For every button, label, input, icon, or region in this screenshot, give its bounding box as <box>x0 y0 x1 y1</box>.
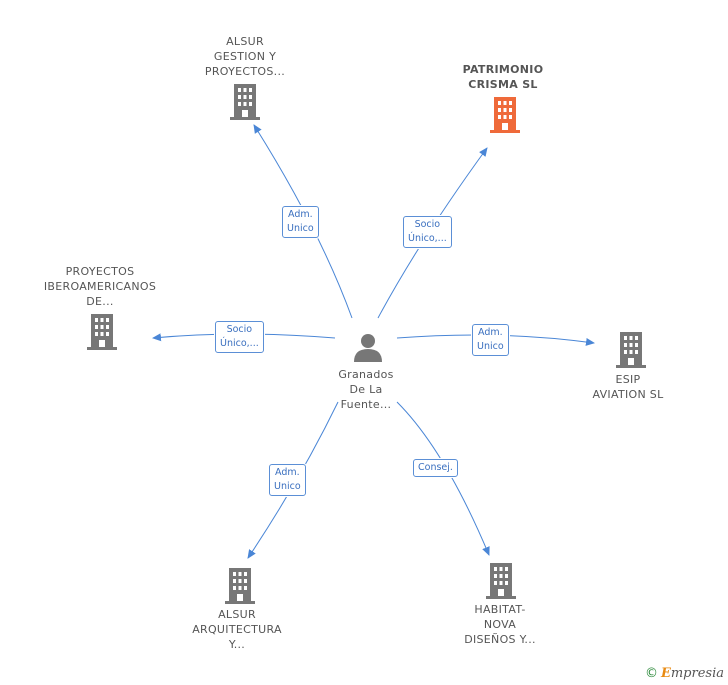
relation-label-proyectos-ibero[interactable]: Socio Único,... <box>215 321 264 353</box>
building-icon[interactable] <box>230 84 260 120</box>
node-label-patrimonio[interactable]: PATRIMONIO CRISMA SL <box>462 63 544 91</box>
building-icon[interactable] <box>486 563 516 599</box>
person-icon[interactable] <box>353 332 383 362</box>
building-icon[interactable] <box>616 332 646 368</box>
node-label-alsur-gestion[interactable]: ALSUR GESTION Y PROYECTOS... <box>204 35 286 78</box>
edge-habitat <box>396 401 490 556</box>
relation-label-alsur-arq[interactable]: Adm. Unico <box>269 464 306 496</box>
center-person-label[interactable]: Granados De La Fuente... <box>338 368 394 411</box>
relation-label-esip[interactable]: Adm. Unico <box>472 324 509 356</box>
copyright-icon: © <box>644 666 658 681</box>
node-label-alsur-arq[interactable]: ALSUR ARQUITECTURA Y... <box>192 608 282 651</box>
building-icon-shape <box>230 84 260 120</box>
node-label-esip[interactable]: ESIP AVIATION SL <box>592 373 664 401</box>
copyright-brand: ©Empresia <box>645 666 724 681</box>
relation-label-alsur-gestion[interactable]: Adm. Unico <box>282 206 319 238</box>
brand-name: mpresia <box>670 666 724 681</box>
building-icon[interactable] <box>87 314 117 350</box>
node-label-habitat[interactable]: HABITAT- NOVA DISEÑOS Y... <box>464 603 536 646</box>
building-icon-highlight[interactable] <box>490 97 520 133</box>
building-icon[interactable] <box>225 568 255 604</box>
relation-label-patrimonio[interactable]: Socio Único,... <box>403 216 452 248</box>
relation-label-habitat[interactable]: Consej. <box>413 459 458 477</box>
node-label-proyectos-ibero[interactable]: PROYECTOS IBEROAMERICANOS DE... <box>43 265 157 308</box>
brand-initial: E <box>660 666 671 681</box>
